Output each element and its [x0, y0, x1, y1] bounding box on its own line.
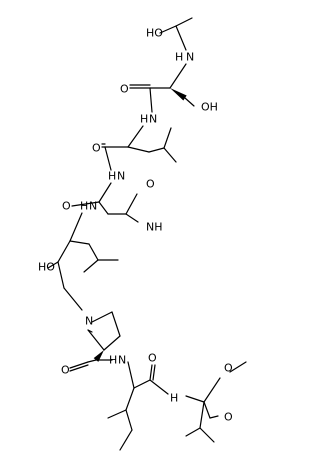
- bond: [152, 364, 156, 381]
- leucine-amide-nitrogen: N: [149, 113, 157, 126]
- asparagine-amide-nitrogen-h: H: [108, 170, 116, 183]
- ester-methoxy-oxygen: O: [224, 362, 233, 375]
- isoleucine-carbonyl-oxygen: O: [148, 352, 157, 365]
- acetyl-carbonyl-oxygen: HO: [146, 27, 163, 40]
- bonds: [47, 17, 247, 451]
- bond: [149, 87, 153, 113]
- leucine-carbonyl-oxygen: O: [92, 142, 101, 155]
- asparagine-amide-nitrogen: N: [117, 170, 125, 183]
- bond: [159, 25, 177, 34]
- bond: [133, 379, 151, 389]
- bond: [71, 201, 100, 207]
- bond: [57, 261, 65, 289]
- bond: [47, 261, 59, 269]
- bond: [87, 329, 93, 333]
- atom-labels: HO H N O OH H N O O H N NH O H N HO N O …: [38, 27, 233, 424]
- bond: [87, 359, 97, 363]
- bond: [229, 361, 247, 373]
- bond: [185, 427, 201, 437]
- bond: [91, 311, 113, 323]
- bond: [57, 240, 71, 263]
- bond: [169, 63, 187, 89]
- bond: [209, 415, 219, 419]
- proline-carbonyl-oxygen: O: [61, 364, 70, 377]
- bond: [69, 361, 89, 369]
- bond: [69, 240, 90, 245]
- statine-amide-nitrogen: N: [89, 200, 97, 213]
- bond: [149, 364, 153, 381]
- bond: [203, 401, 211, 419]
- bond: [125, 193, 138, 215]
- bond: [127, 125, 144, 148]
- leucine-amide-nitrogen-h: H: [140, 113, 148, 126]
- asparagine-sidechain-nh2: NH: [146, 221, 163, 234]
- bond: [199, 401, 205, 429]
- wedge-bond: [93, 350, 104, 362]
- bond: [111, 311, 121, 337]
- isoleucine-amide-nitrogen-h: H: [109, 354, 117, 367]
- serine-hydroxyl: OH: [201, 101, 218, 114]
- bond: [83, 259, 99, 273]
- bond: [148, 147, 165, 153]
- bond: [127, 146, 150, 153]
- bond: [203, 377, 221, 403]
- serine-amide-nitrogen-h: H: [175, 51, 183, 64]
- wedge-bond: [170, 88, 187, 101]
- serine-carbonyl-oxygen: O: [120, 83, 129, 96]
- ester-carbonyl-oxygen: O: [224, 411, 233, 424]
- bond: [125, 387, 135, 411]
- hydroxyl-on-chain: HO: [38, 261, 55, 274]
- isoleucine-amide-nitrogen: N: [118, 354, 126, 367]
- bond: [125, 409, 133, 431]
- statine-amide-nitrogen-h: H: [80, 200, 88, 213]
- bond: [149, 379, 169, 395]
- bond: [125, 213, 139, 223]
- asparagine-sidechain-oxygen: O: [146, 178, 155, 191]
- bond: [184, 97, 195, 107]
- bond: [175, 17, 193, 27]
- valine-amide-nitrogen-h: H: [170, 392, 178, 405]
- bond: [119, 429, 133, 451]
- bond: [127, 361, 135, 389]
- bond: [69, 364, 89, 372]
- bond: [107, 409, 127, 419]
- bond: [98, 182, 112, 203]
- bond: [63, 287, 83, 311]
- bond: [87, 329, 105, 351]
- proline-ring-nitrogen: N: [85, 315, 93, 328]
- serine-amide-nitrogen: N: [186, 51, 194, 64]
- bond: [163, 127, 172, 149]
- bond: [185, 395, 205, 403]
- bond: [163, 147, 177, 163]
- bond: [69, 212, 83, 242]
- bond: [175, 25, 187, 51]
- chemical-structure: HO H N O OH H N O O H N NH O H N HO N O …: [38, 17, 247, 451]
- bond: [88, 243, 99, 261]
- bond: [98, 201, 109, 215]
- bond: [199, 427, 215, 443]
- bond: [103, 335, 121, 351]
- asparagine-carbonyl-oxygen: O: [62, 200, 71, 213]
- bond: [104, 146, 112, 171]
